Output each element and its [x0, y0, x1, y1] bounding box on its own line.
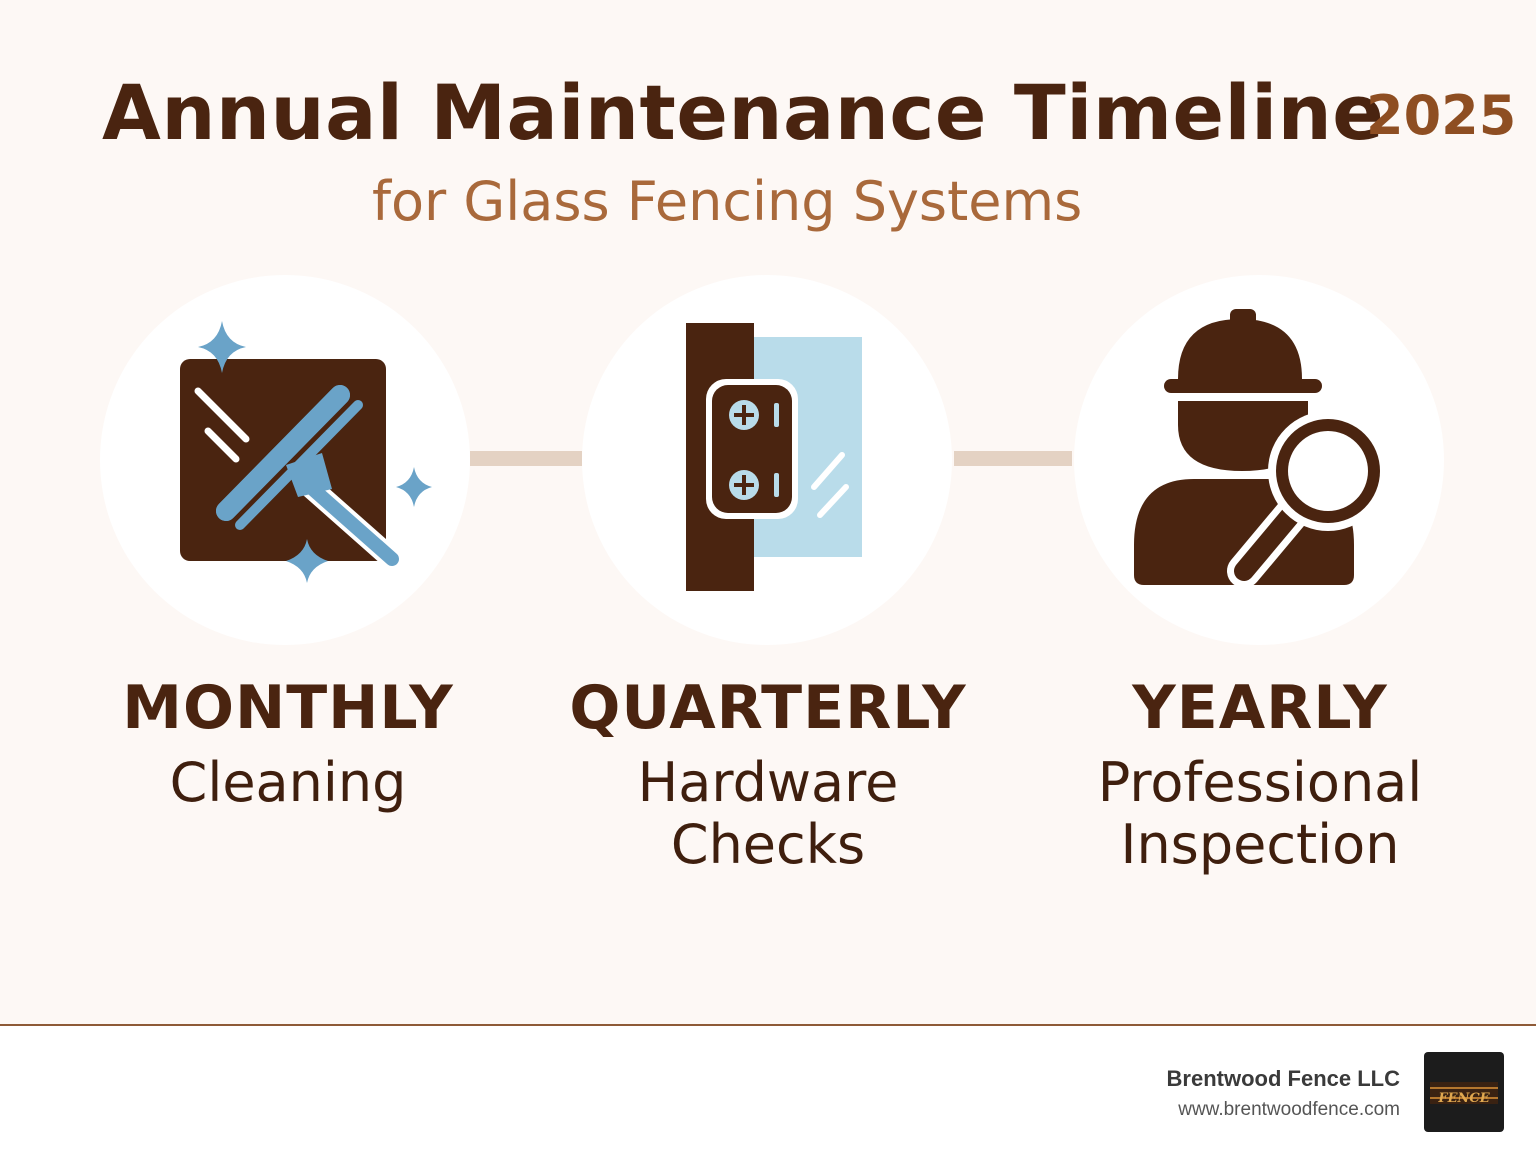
timeline-connector-2 [954, 451, 1072, 466]
header: Annual Maintenance Timeline 2025 for Gla… [0, 0, 1536, 260]
glass-clamp-hardware-icon [686, 323, 862, 591]
page-subtitle: for Glass Fencing Systems [372, 170, 1083, 233]
footer: Brentwood Fence LLC www.brentwoodfence.c… [0, 1026, 1536, 1154]
yearly-icon-circle [1074, 275, 1444, 645]
step-yearly: YEARLY Professional Inspection [1020, 672, 1500, 876]
company-logo: FENCE [1424, 1052, 1504, 1132]
step-frequency: YEARLY [1132, 673, 1388, 743]
step-frequency: QUARTERLY [569, 673, 967, 743]
step-task: Hardware Checks [637, 751, 899, 876]
step-task: Cleaning [169, 751, 407, 814]
timeline-connector-1 [470, 451, 582, 466]
logo-text: FENCE [1437, 1091, 1490, 1106]
inspector-magnifier-icon [1134, 309, 1388, 588]
company-website[interactable]: www.brentwoodfence.com [1178, 1099, 1400, 1120]
quarterly-icon-circle [582, 275, 952, 645]
year-label: 2025 [1366, 84, 1517, 147]
step-quarterly: QUARTERLY Hardware Checks [528, 672, 1008, 876]
step-monthly: MONTHLY Cleaning [48, 672, 528, 814]
footer-divider [0, 1024, 1536, 1026]
monthly-icon-circle [100, 275, 470, 645]
squeegee-cleaning-icon [180, 321, 432, 583]
step-frequency: MONTHLY [122, 673, 454, 743]
page-title: Annual Maintenance Timeline [102, 68, 1385, 157]
company-name: Brentwood Fence LLC [1166, 1066, 1400, 1091]
step-task: Professional Inspection [1097, 751, 1423, 876]
